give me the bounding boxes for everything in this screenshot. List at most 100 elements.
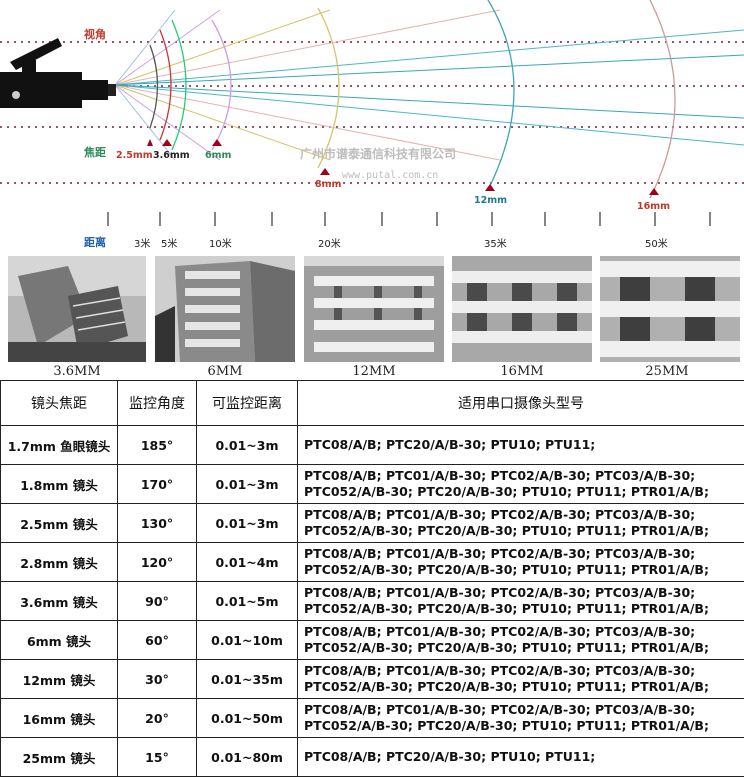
tick-20m: 20米 <box>318 237 341 250</box>
sample-photos: 3.6MM 6MM 12MM 16MM <box>0 256 744 380</box>
angle-cell: 60° <box>118 621 197 660</box>
angle-cell: 15° <box>118 738 197 777</box>
models-cell: PTC08/A/B; PTC01/A/B-30; PTC02/A/B-30; P… <box>298 543 744 582</box>
models-cell: PTC08/A/B; PTC01/A/B-30; PTC02/A/B-30; P… <box>298 582 744 621</box>
camera-icon <box>0 38 116 108</box>
focal-cell: 16mm 镜头 <box>1 699 118 738</box>
angle-cell: 130° <box>118 504 197 543</box>
models-cell: PTC08/A/B; PTC01/A/B-30; PTC02/A/B-30; P… <box>298 465 744 504</box>
angle-cell: 90° <box>118 582 197 621</box>
watermark-url: www.putal.com.cn <box>342 170 438 181</box>
angle-cell: 170° <box>118 465 197 504</box>
sample-photo-25mm <box>600 256 740 362</box>
model-line: PTC052/A/B-30; PTC20/A/B-30; PTU10; PTU1… <box>304 562 744 578</box>
model-line: PTC08/A/B; PTC01/A/B-30; PTC02/A/B-30; P… <box>304 546 744 562</box>
sample-photo-6mm <box>155 256 295 362</box>
model-line: PTC052/A/B-30; PTC20/A/B-30; PTU10; PTU1… <box>304 601 744 617</box>
models-cell: PTC08/A/B; PTC20/A/B-30; PTU10; PTU11; <box>298 738 744 777</box>
model-line: PTC052/A/B-30; PTC20/A/B-30; PTU10; PTU1… <box>304 484 744 500</box>
focal-cell: 25mm 镜头 <box>1 738 118 777</box>
focal-mark-2.5mm: 2.5mm <box>116 150 153 161</box>
tick-50m: 50米 <box>645 237 668 250</box>
tick-35m: 35米 <box>484 237 507 250</box>
photo-label-16mm: 16MM <box>452 364 592 379</box>
angle-cell: 120° <box>118 543 197 582</box>
table-header-row: 镜头焦距 监控角度 可监控距离 适用串口摄像头型号 <box>1 381 744 426</box>
model-line: PTC052/A/B-30; PTC20/A/B-30; PTU10; PTU1… <box>304 640 744 656</box>
tick-5m: 5米 <box>161 237 177 250</box>
model-line: PTC08/A/B; PTC20/A/B-30; PTU10; PTU11; <box>304 749 744 765</box>
photo-label-3.6mm: 3.6MM <box>7 364 147 379</box>
model-line: PTC052/A/B-30; PTC20/A/B-30; PTU10; PTU1… <box>304 679 744 695</box>
view-angle-rays <box>115 10 744 160</box>
photo-label-6mm: 6MM <box>155 364 295 379</box>
angle-cell: 185° <box>118 426 197 465</box>
distance-cell: 0.01~3m <box>197 465 298 504</box>
focal-mark-12mm: 12mm <box>474 195 507 206</box>
view-angle-label: 视角 <box>84 27 106 41</box>
focal-cell: 12mm 镜头 <box>1 660 118 699</box>
distance-cell: 0.01~35m <box>197 660 298 699</box>
model-line: PTC08/A/B; PTC01/A/B-30; PTC02/A/B-30; P… <box>304 468 744 484</box>
angle-cell: 30° <box>118 660 197 699</box>
focal-mark-6mm: 6mm <box>205 150 232 161</box>
focal-label: 焦距 <box>83 145 106 159</box>
distance-ruler <box>108 212 744 226</box>
distance-cell: 0.01~3m <box>197 504 298 543</box>
focal-cell: 2.8mm 镜头 <box>1 543 118 582</box>
distance-tick-labels: 3米 5米 10米 20米 35米 50米 <box>134 237 668 250</box>
angle-cell: 20° <box>118 699 197 738</box>
distance-cell: 0.01~10m <box>197 621 298 660</box>
sample-photo-12mm <box>304 256 444 362</box>
models-cell: PTC08/A/B; PTC01/A/B-30; PTC02/A/B-30; P… <box>298 660 744 699</box>
distance-cell: 0.01~4m <box>197 543 298 582</box>
distance-cell: 0.01~50m <box>197 699 298 738</box>
model-line: PTC08/A/B; PTC01/A/B-30; PTC02/A/B-30; P… <box>304 702 744 718</box>
photo-label-12mm: 12MM <box>304 364 444 379</box>
focal-cell: 1.7mm 鱼眼镜头 <box>1 426 118 465</box>
focal-mark-8mm: 8mm <box>315 179 342 190</box>
focal-cell: 2.5mm 镜头 <box>1 504 118 543</box>
model-line: PTC08/A/B; PTC01/A/B-30; PTC02/A/B-30; P… <box>304 585 744 601</box>
tick-3m: 3米 <box>134 237 150 250</box>
header-distance: 可监控距离 <box>197 381 298 426</box>
header-angle: 监控角度 <box>118 381 197 426</box>
distance-label: 距离 <box>84 235 106 249</box>
distance-cell: 0.01~5m <box>197 582 298 621</box>
distance-cell: 0.01~3m <box>197 426 298 465</box>
model-line: PTC08/A/B; PTC01/A/B-30; PTC02/A/B-30; P… <box>304 663 744 679</box>
lens-coverage-diagram: 视角 焦距 距离 广州市谱泰通信科技有限公司 www.putal.com.cn … <box>0 0 744 255</box>
focal-cell: 6mm 镜头 <box>1 621 118 660</box>
focal-mark-3.6mm: 3.6mm <box>153 150 190 161</box>
models-cell: PTC08/A/B; PTC20/A/B-30; PTU10; PTU11; <box>298 426 744 465</box>
model-line: PTC08/A/B; PTC01/A/B-30; PTC02/A/B-30; P… <box>304 507 744 523</box>
model-line: PTC052/A/B-30; PTC20/A/B-30; PTU10; PTU1… <box>304 523 744 539</box>
model-line: PTC08/A/B; PTC01/A/B-30; PTC02/A/B-30; P… <box>304 624 744 640</box>
models-cell: PTC08/A/B; PTC01/A/B-30; PTC02/A/B-30; P… <box>298 699 744 738</box>
distance-cell: 0.01~80m <box>197 738 298 777</box>
tick-10m: 10米 <box>209 237 232 250</box>
sample-photo-3.6mm <box>8 256 146 362</box>
photo-label-25mm: 25MM <box>597 364 737 379</box>
models-cell: PTC08/A/B; PTC01/A/B-30; PTC02/A/B-30; P… <box>298 504 744 543</box>
model-line: PTC052/A/B-30; PTC20/A/B-30; PTU10; PTU1… <box>304 718 744 734</box>
focal-cell: 3.6mm 镜头 <box>1 582 118 621</box>
focal-cell: 1.8mm 镜头 <box>1 465 118 504</box>
model-line: PTC08/A/B; PTC20/A/B-30; PTU10; PTU11; <box>304 437 744 453</box>
models-cell: PTC08/A/B; PTC01/A/B-30; PTC02/A/B-30; P… <box>298 621 744 660</box>
focal-mark-16mm: 16mm <box>637 201 670 212</box>
header-models: 适用串口摄像头型号 <box>298 381 744 426</box>
header-focal: 镜头焦距 <box>1 381 118 426</box>
watermark-company: 广州市谱泰通信科技有限公司 <box>300 146 456 161</box>
coverage-arcs <box>150 0 675 198</box>
